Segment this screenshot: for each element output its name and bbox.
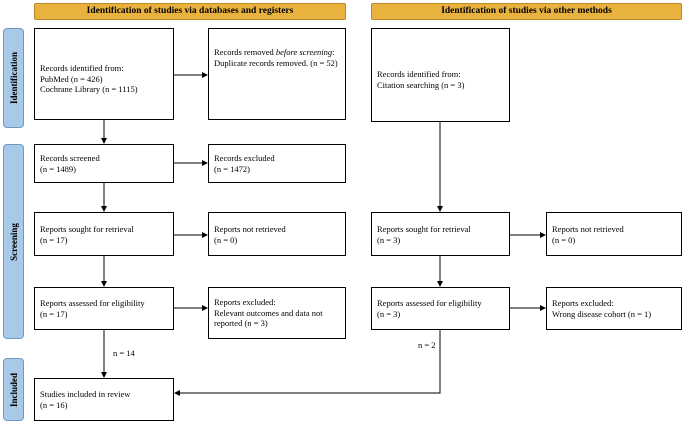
phase-identification: Identification [3,28,24,128]
box-reports-excluded: Reports excluded: Relevant outcomes and … [208,287,346,339]
other-reports-assessed-count: (n = 3) [377,308,401,319]
box-other-reports-sought: Reports sought for retrieval (n = 3) [371,212,510,256]
other-reports-not-retrieved-label: Reports not retrieved [552,224,624,234]
other-reports-excluded-label: Reports excluded: [552,298,614,308]
other-reports-excluded-reason: Wrong disease cohort (n = 1) [552,308,652,319]
box-records-removed: Records removed before screening: Duplic… [208,28,346,120]
other-reports-assessed-label: Reports assessed for eligibility [377,298,482,308]
box-records-screened: Records screened (n = 1489) [34,144,174,183]
studies-included-label: Studies included in review [40,389,131,399]
other-reports-not-retrieved-count: (n = 0) [552,234,576,245]
flow-label-databases: n = 14 [113,348,135,358]
phase-included: Included [3,358,24,421]
reports-sought-count: (n = 17) [40,234,68,245]
reports-assessed-count: (n = 17) [40,308,68,319]
other-records-identified-citation: Citation searching (n = 3) [377,79,465,90]
box-records-excluded: Records excluded (n = 1472) [208,144,346,183]
reports-not-retrieved-label: Reports not retrieved [214,224,286,234]
records-identified-line1: Records identified from: [40,63,124,73]
header-other-methods: Identification of studies via other meth… [371,3,682,20]
arrow-other-assessed-to-included [174,330,441,396]
other-reports-sought-count: (n = 3) [377,234,401,245]
box-other-records-identified: Records identified from: Citation search… [371,28,510,122]
records-removed-prefix: Records removed [214,47,276,57]
studies-included-count: (n = 16) [40,399,68,410]
box-other-reports-excluded: Reports excluded: Wrong disease cohort (… [546,287,682,330]
records-identified-cochrane: Cochrane Library (n = 1115) [40,84,138,94]
other-records-identified-label: Records identified from: [377,69,461,79]
reports-not-retrieved-count: (n = 0) [214,234,238,245]
reports-sought-label: Reports sought for retrieval [40,224,134,234]
reports-assessed-label: Reports assessed for eligibility [40,298,145,308]
box-reports-assessed: Reports assessed for eligibility (n = 17… [34,287,174,330]
phase-screening: Screening [3,144,24,339]
flow-label-other: n = 2 [418,340,436,350]
box-studies-included: Studies included in review (n = 16) [34,378,174,421]
records-excluded-count: (n = 1472) [214,163,250,174]
reports-excluded-reason: Relevant outcomes and data not reported … [214,307,323,329]
box-reports-sought: Reports sought for retrieval (n = 17) [34,212,174,256]
records-removed-suffix: : [332,47,335,57]
records-removed-title: Records removed before screening: [214,47,340,58]
records-removed-emphasis: before screening [275,47,333,57]
box-reports-not-retrieved: Reports not retrieved (n = 0) [208,212,346,256]
other-reports-sought-label: Reports sought for retrieval [377,224,471,234]
records-screened-label: Records screened [40,153,100,163]
reports-excluded-label: Reports excluded: [214,297,276,307]
box-records-identified: Records identified from: PubMed (n = 426… [34,28,174,120]
records-excluded-label: Records excluded [214,153,275,163]
records-identified-pubmed: PubMed (n = 426) [40,73,103,84]
records-removed-duplicates: Duplicate records removed. (n = 52) [214,57,338,68]
records-screened-count: (n = 1489) [40,163,76,174]
box-other-reports-assessed: Reports assessed for eligibility (n = 3) [371,287,510,330]
box-other-reports-not-retrieved: Reports not retrieved (n = 0) [546,212,682,256]
header-databases: Identification of studies via databases … [34,3,346,20]
